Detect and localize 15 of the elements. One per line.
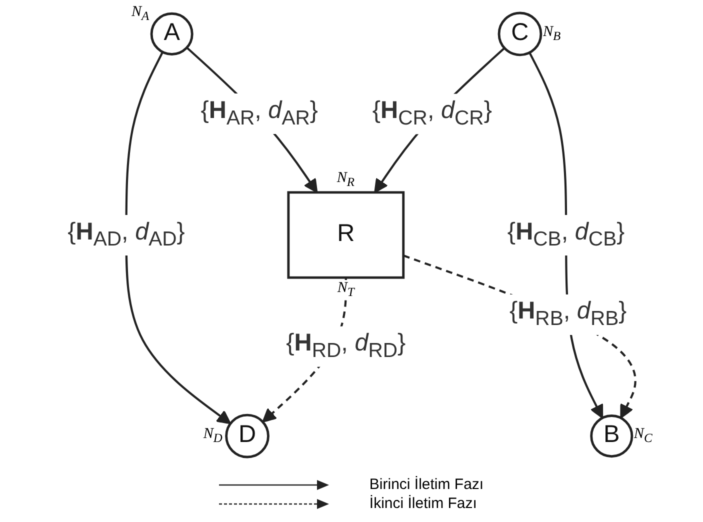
node-circle: D	[225, 414, 270, 458]
edge-label: {H$_{AD}$, d$_{AD}$}	[68, 218, 185, 251]
edge-label: {H$_{CR}$, d$_{CR}$}	[372, 96, 492, 130]
node-box: R	[287, 191, 405, 279]
edge-label: {H$_{RB}$, d$_{RB}$}	[509, 298, 627, 330]
node-circle: A	[150, 12, 194, 56]
legend-text: Birinci İletim Fazı	[369, 476, 484, 493]
edge-label: {H$_{CB}$, d$_{CB}$}	[507, 218, 625, 251]
node-circle: B	[590, 414, 634, 458]
arrow	[403, 254, 636, 419]
node-circle: C	[498, 12, 542, 56]
edge-label: {H$_{AR}$, d$_{AR}$}	[200, 96, 318, 130]
arrow	[125, 52, 232, 424]
edge-label: {H$_{RD}$, d$_{RD}$}	[286, 330, 406, 362]
legend-text: İkinci İletim Fazı	[369, 495, 477, 512]
